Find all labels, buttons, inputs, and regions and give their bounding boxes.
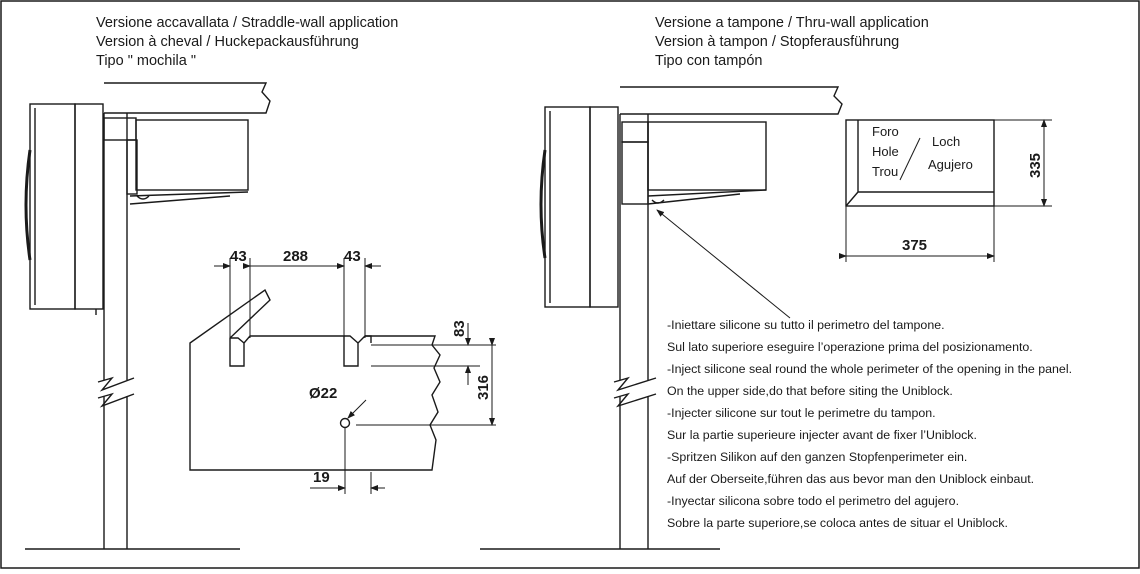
hole-outline (845, 119, 995, 207)
bridge (103, 117, 137, 141)
drain-right (651, 199, 665, 204)
right-caption: Versione a tampone / Thru-wall applicati… (655, 15, 929, 69)
hole-detail-block (189, 288, 441, 471)
dim-375: 375 (902, 237, 927, 254)
condenser-side (74, 103, 104, 310)
instruction-line-8: Auf der Oberseite,führen das aus bevor m… (667, 472, 1034, 486)
hole-label-agujero: Agujero (928, 157, 973, 172)
wall-break-symbol (97, 376, 135, 408)
ceiling-slab (104, 82, 271, 114)
instruction-line-7: -Spritzen Silikon auf den ganzen Stopfen… (667, 450, 967, 464)
left-caption-line-3: Tipo " mochila " (96, 53, 196, 69)
instruction-line-4: On the upper side,do that before siting … (667, 384, 953, 398)
left-caption-line-1: Versione accavallata / Straddle-wall app… (96, 15, 398, 31)
dim-43-left: 43 (230, 248, 247, 265)
right-caption-line-1: Versione a tampone / Thru-wall applicati… (655, 15, 929, 31)
dimensions-left (214, 258, 496, 494)
instruction-line-10: Sobre la parte superiore,se coloca antes… (667, 516, 1008, 530)
silicone-leader (656, 209, 791, 319)
fan-grille (24, 149, 32, 261)
panel-section (189, 288, 441, 471)
evaporator-right (647, 121, 767, 191)
left-caption: Versione accavallata / Straddle-wall app… (96, 15, 398, 69)
dim-335: 335 (1027, 153, 1044, 178)
wall (103, 113, 128, 380)
dim-316: 316 (475, 375, 492, 400)
wall-right (619, 114, 649, 380)
ceiling-slab-right (620, 86, 843, 115)
plug-body (621, 141, 649, 205)
dim-288: 288 (283, 248, 308, 265)
plug-bridge (621, 121, 649, 143)
right-caption-line-2: Version à tampon / Stopferausführung (655, 34, 899, 50)
wall-right-break (613, 376, 657, 408)
left-caption-line-2: Version à cheval / Huckepackausführung (96, 34, 359, 50)
wall-right-lower (619, 396, 649, 549)
evaporator-housing (135, 119, 249, 191)
straddle-wall-unit (24, 82, 271, 550)
dim-diameter: Ø22 (309, 385, 337, 402)
hole-edges (230, 335, 372, 344)
evaporator-back (126, 139, 138, 195)
condenser-housing-right (544, 106, 591, 308)
wall-lower (103, 396, 128, 549)
hole-label-loch: Loch (932, 134, 960, 149)
condenser-side-right (589, 106, 619, 308)
hole-label-foro: Foro (872, 124, 899, 139)
dim-19: 19 (313, 469, 330, 486)
dimensions-right (839, 119, 1052, 262)
instruction-line-5: -Injecter silicone sur tout le perimetre… (667, 406, 936, 420)
instruction-line-3: -Inject silicone seal round the whole pe… (667, 362, 1072, 376)
hole-label-hole: Hole (872, 144, 899, 159)
instruction-line-9: -Inyectar silicona sobre todo el perimet… (667, 494, 959, 508)
thru-wall-unit (480, 86, 843, 550)
dim-83: 83 (451, 320, 468, 337)
instruction-line-2: Sul lato superiore eseguire l’operazione… (667, 340, 1033, 354)
evaporator-bottom (129, 191, 249, 205)
instruction-line-1: -Iniettare silicone su tutto il perimetr… (667, 318, 945, 332)
dim-43-right: 43 (344, 248, 361, 265)
drain (136, 195, 150, 200)
right-caption-line-3: Tipo con tampón (655, 53, 762, 69)
drill-hole (339, 417, 351, 429)
hole-slash (899, 137, 921, 181)
evaporator-right-bottom (647, 189, 767, 205)
instructions: -Iniettare silicone su tutto il perimetr… (667, 318, 1072, 530)
condenser-housing (29, 103, 76, 310)
hole-label-trou: Trou (872, 164, 898, 179)
instruction-line-6: Sur la partie superieure injecter avant … (667, 428, 977, 442)
fan-grille-right (539, 149, 547, 259)
hole-bevel (845, 120, 994, 207)
hole-diagram (845, 119, 995, 207)
